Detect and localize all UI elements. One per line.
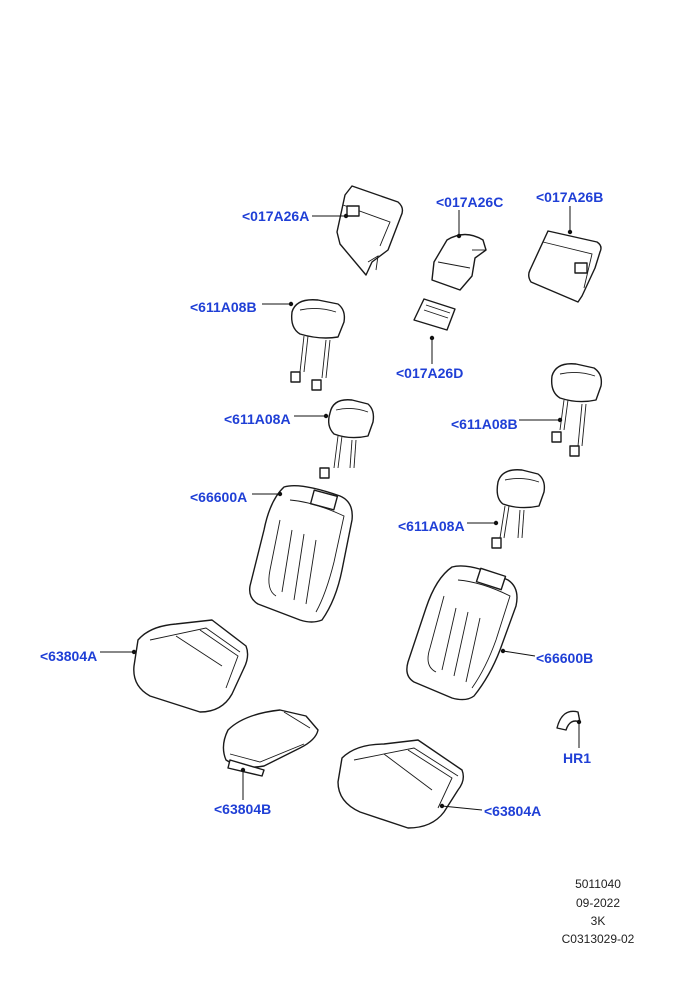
footer-ref-number: 5011040	[575, 877, 621, 891]
callout-017A26C[interactable]: <017A26C	[436, 194, 504, 210]
callout-63804A-right[interactable]: <63804A	[484, 803, 542, 819]
part-017A26D	[413, 298, 456, 331]
part-66600B	[406, 565, 518, 701]
leader-lines	[100, 206, 582, 811]
callout-66600B[interactable]: <66600B	[536, 650, 594, 666]
callout-017A26D[interactable]: <017A26D	[396, 365, 464, 381]
callout-66600A[interactable]: <66600A	[190, 489, 248, 505]
callout-017A26B[interactable]: <017A26B	[536, 189, 604, 205]
part-017A26A	[336, 185, 404, 276]
part-63804A-right	[337, 739, 465, 829]
part-63804B	[222, 709, 319, 777]
part-headrest-2	[319, 399, 375, 479]
callout-611A08B-left[interactable]: <611A08B	[190, 299, 257, 315]
part-headrest-4	[491, 469, 546, 549]
callout-63804B[interactable]: <63804B	[214, 801, 272, 817]
part-headrest-1	[290, 299, 346, 391]
part-017A26C	[431, 233, 487, 291]
part-HR1	[556, 710, 581, 731]
footer-code: 3K	[590, 914, 606, 928]
footer-illustration-id: C0313029-02	[561, 932, 635, 946]
callout-611A08A-left[interactable]: <611A08A	[224, 411, 291, 427]
callout-HR1[interactable]: HR1	[563, 750, 592, 766]
callout-611A08B-right[interactable]: <611A08B	[451, 416, 518, 432]
part-headrest-3	[550, 363, 603, 457]
part-63804A-left	[133, 619, 249, 713]
callout-63804A-left[interactable]: <63804A	[40, 648, 98, 664]
callout-611A08A-right[interactable]: <611A08A	[398, 518, 465, 534]
callout-017A26A[interactable]: <017A26A	[242, 208, 310, 224]
footer-date: 09-2022	[575, 896, 621, 910]
part-017A26B	[528, 230, 602, 303]
part-66600A	[248, 484, 353, 623]
